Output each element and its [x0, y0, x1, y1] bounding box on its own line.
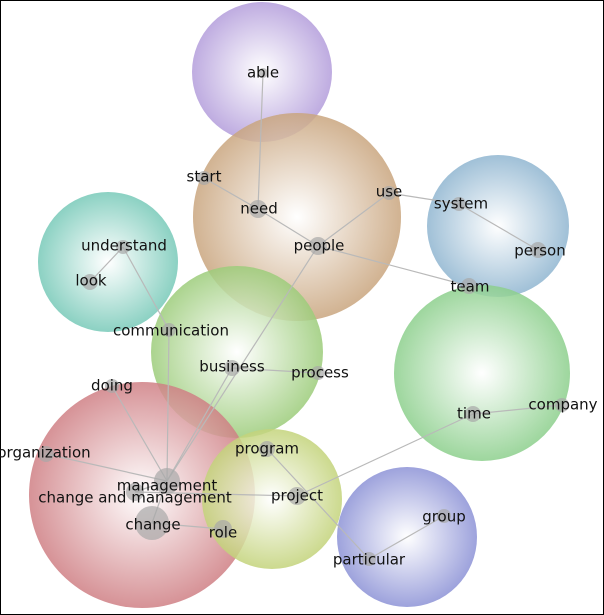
node-label-process: process: [291, 364, 349, 382]
node-label-look: look: [75, 272, 107, 290]
edge-understand-communication: [122, 246, 170, 331]
node-group[interactable]: [437, 509, 451, 523]
edge-people-use: [317, 192, 390, 247]
edge-time-company: [472, 404, 563, 415]
node-label-organization: organization: [0, 444, 91, 462]
edge-program-particular: [266, 448, 370, 560]
node-label-system: system: [434, 195, 488, 213]
node-change_and_management[interactable]: [126, 483, 144, 501]
node-label-people: people: [294, 237, 345, 255]
node-change[interactable]: [135, 506, 169, 540]
node-management[interactable]: [154, 468, 180, 494]
edge-use-system: [388, 192, 460, 205]
edge-understand-look: [89, 246, 124, 283]
node-label-understand: understand: [81, 237, 167, 255]
node-label-start: start: [187, 168, 222, 186]
node-able[interactable]: [258, 68, 268, 78]
node-process[interactable]: [311, 366, 325, 380]
node-team[interactable]: [461, 278, 477, 294]
node-label-company: company: [528, 396, 597, 414]
cluster-bubble-time: [394, 285, 570, 461]
node-label-business: business: [199, 358, 265, 376]
node-doing[interactable]: [105, 379, 119, 393]
edge-able-need: [257, 72, 264, 210]
node-look[interactable]: [82, 274, 98, 290]
node-people[interactable]: [309, 237, 327, 255]
node-label-team: team: [451, 278, 490, 296]
node-person[interactable]: [530, 242, 546, 258]
edge-group-particular: [368, 515, 445, 560]
node-label-doing: doing: [91, 377, 133, 395]
node-role[interactable]: [214, 520, 232, 538]
node-system[interactable]: [452, 197, 466, 211]
node-label-need: need: [240, 200, 278, 218]
node-label-project: project: [271, 487, 323, 505]
edge-need-people: [257, 208, 319, 247]
cluster-bubble-system: [427, 155, 569, 297]
node-particular[interactable]: [362, 552, 376, 566]
edge-project-time: [296, 413, 474, 497]
cluster-bubble-project: [202, 429, 342, 569]
node-label-time: time: [457, 405, 491, 423]
edge-communication-management: [166, 329, 170, 482]
edge-start-need: [203, 177, 259, 210]
node-label-communication: communication: [113, 322, 229, 340]
edge-business-management: [166, 367, 233, 482]
node-company[interactable]: [555, 398, 569, 412]
edge-organization-management: [45, 453, 168, 482]
node-label-change_and_management: change and management: [38, 489, 232, 507]
node-time[interactable]: [465, 406, 481, 422]
node-label-role: role: [209, 524, 237, 542]
node-start[interactable]: [197, 171, 211, 185]
edge-people-team: [317, 245, 470, 287]
node-label-particular: particular: [333, 551, 406, 569]
node-understand[interactable]: [116, 240, 130, 254]
node-program[interactable]: [259, 441, 275, 457]
node-communication[interactable]: [162, 323, 176, 337]
node-label-able: able: [247, 64, 279, 82]
node-label-person: person: [514, 242, 565, 260]
node-label-group: group: [422, 508, 466, 526]
edge-business-process: [231, 367, 319, 374]
cluster-bubble-understand: [38, 192, 178, 332]
node-label-management: management: [117, 477, 218, 495]
node-label-change: change: [125, 516, 180, 534]
edge-people-management: [166, 245, 319, 482]
node-use[interactable]: [382, 186, 396, 200]
node-need[interactable]: [249, 200, 267, 218]
edge-system-person: [458, 203, 539, 251]
node-project[interactable]: [288, 487, 306, 505]
node-label-program: program: [235, 440, 299, 458]
node-organization[interactable]: [38, 446, 54, 462]
node-business[interactable]: [224, 360, 240, 376]
edge-doing-management: [111, 385, 168, 482]
node-label-use: use: [376, 183, 403, 201]
